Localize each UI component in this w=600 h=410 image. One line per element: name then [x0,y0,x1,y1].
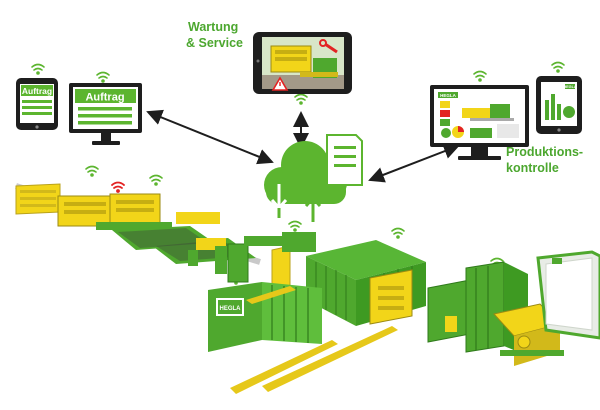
wifi-icon [31,63,45,75]
production-line: HEGLA [15,183,600,394]
wifi-icon [96,71,110,83]
monitor-left-title: Auftrag [85,92,124,104]
tablet-left: Auftrag [16,78,58,130]
wifi-icon [391,227,405,239]
arrow-cloud-to-left-devices [146,109,274,165]
wifi-icon [288,220,302,232]
tablet-maintenance [253,32,352,94]
monitor-left: Auftrag [69,83,142,145]
monitor-right-logo: HEGLA [440,93,457,98]
wifi-icon [85,165,99,177]
production-label-line1: Produktions- [506,145,583,159]
document-icon [326,134,363,186]
production-label-line2: kontrolle [506,161,559,175]
wifi-alert-icon [111,181,125,193]
tablet-right-logo: HEGLA [563,85,577,89]
tablet-left-title: Auftrag [22,86,52,96]
wifi-icon [294,93,308,105]
machine-logo: HEGLA [220,306,242,312]
wifi-icon [149,174,163,186]
maintenance-label-line1: Wartung [188,20,238,34]
monitor-right: HEGLA [430,85,529,160]
wifi-icon [551,61,565,73]
wifi-icon [473,70,487,82]
tablet-right: HEGLA [536,76,582,134]
arrow-cloud-to-right-devices [368,143,460,183]
maintenance-label-line2: & Service [186,36,243,50]
